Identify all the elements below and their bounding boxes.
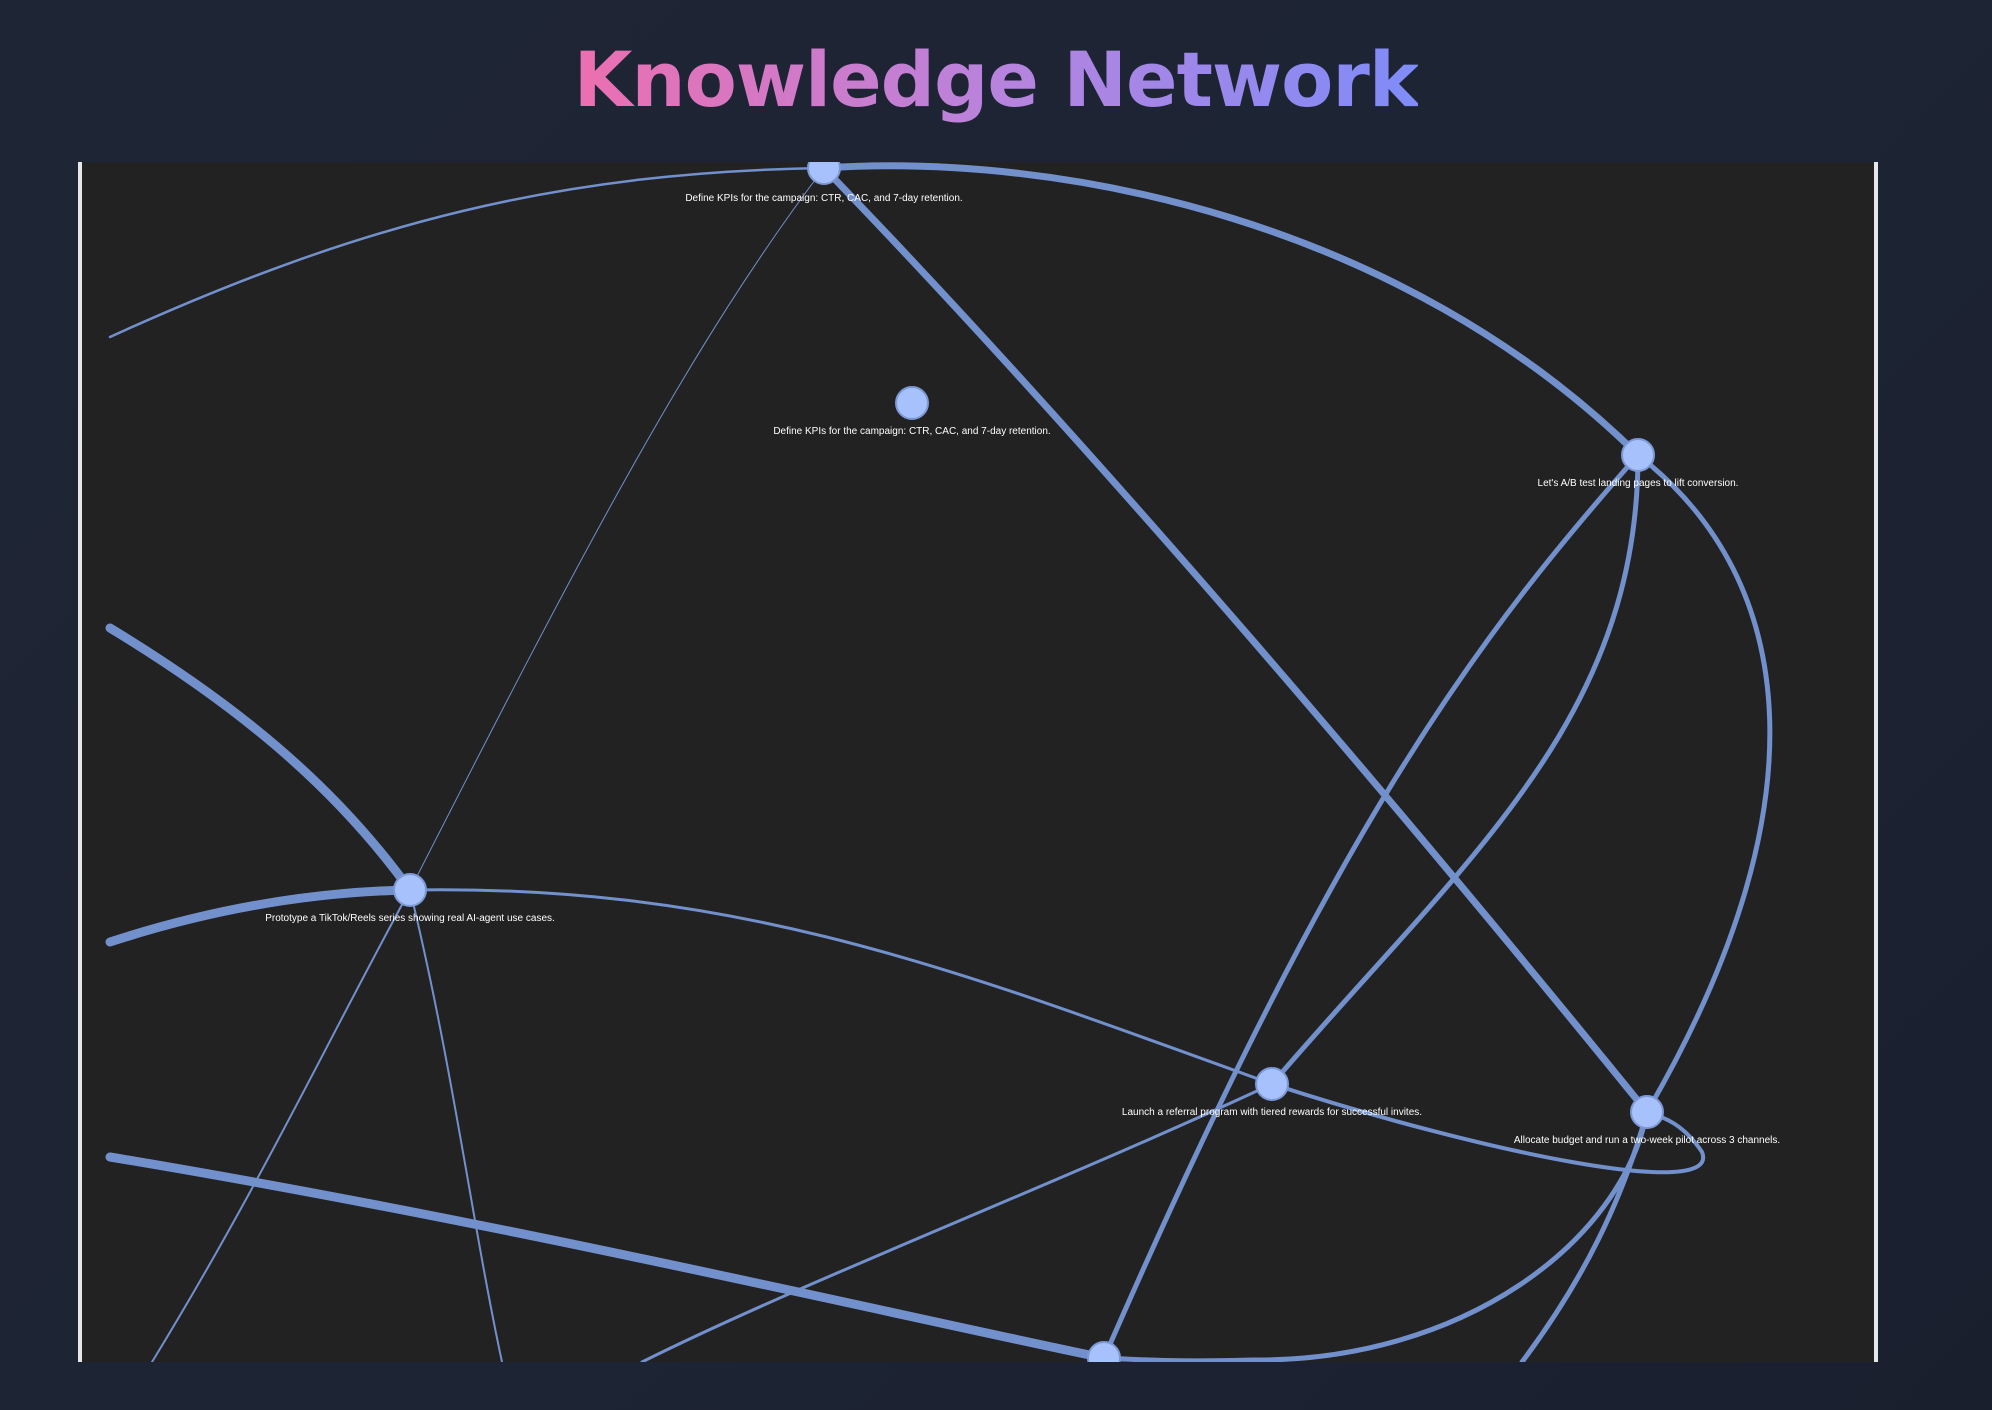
node-label: Launch a referral program with tiered re…	[1122, 1107, 1422, 1118]
node-circle[interactable]	[807, 162, 841, 185]
node-circle[interactable]	[1621, 438, 1655, 472]
node-label: Allocate budget and run a two-week pilot…	[1514, 1135, 1780, 1146]
edge-budget-to-bottom-right	[1519, 1109, 1650, 1362]
node-label: Let's A/B test landing pages to lift con…	[1538, 478, 1739, 489]
node-circle[interactable]	[895, 386, 929, 420]
edge-prototype-to-bottom-left	[151, 889, 411, 1362]
node-circle[interactable]	[1255, 1067, 1289, 1101]
node-circle[interactable]	[393, 873, 427, 907]
edge-prototype-to-referral	[408, 888, 1274, 1086]
node-label: Define KPIs for the campaign: CTR, CAC, …	[685, 193, 962, 204]
node-budget[interactable]: Allocate budget and run a two-week pilot…	[1514, 1095, 1780, 1146]
node-kpi-top[interactable]: Define KPIs for the campaign: CTR, CAC, …	[685, 162, 963, 204]
graph-canvas[interactable]: Define KPIs for the campaign: CTR, CAC, …	[78, 162, 1878, 1362]
node-label: Define KPIs for the campaign: CTR, CAC, …	[773, 426, 1050, 437]
edge-kpi-to-budget	[820, 164, 1651, 1116]
node-label: Prototype a TikTok/Reels series showing …	[265, 913, 555, 924]
node-ab-test[interactable]: Let's A/B test landing pages to lift con…	[1538, 438, 1739, 489]
node-referral[interactable]: Launch a referral program with tiered re…	[1122, 1067, 1422, 1118]
node-circle[interactable]	[1630, 1095, 1664, 1129]
edge-kpi-to-offscreen-left	[108, 166, 826, 339]
edge-ab-test-to-budget	[1635, 452, 1773, 1115]
edge-kpi-to-ab-test	[820, 162, 1642, 459]
node-circle[interactable]	[1087, 1341, 1121, 1362]
edge-bottom-node-to-offscreen-left	[105, 1152, 1109, 1362]
node-bottom[interactable]	[1087, 1341, 1121, 1362]
node-prototype[interactable]: Prototype a TikTok/Reels series showing …	[265, 873, 555, 924]
network-graph[interactable]: Define KPIs for the campaign: CTR, CAC, …	[82, 162, 1874, 1362]
edge-referral-to-budget	[1270, 1082, 1706, 1175]
node-kpi-isolated[interactable]: Define KPIs for the campaign: CTR, CAC, …	[773, 386, 1051, 437]
edge-prototype-to-offscreen-left-arc	[105, 885, 415, 947]
edge-ab-test-to-bottom-node	[1101, 452, 1641, 1361]
page-title: Knowledge Network	[573, 35, 1420, 124]
edge-ab-test-to-referral	[1269, 452, 1641, 1087]
nodes[interactable]: Define KPIs for the campaign: CTR, CAC, …	[265, 162, 1780, 1362]
edge-referral-to-bottom	[640, 1082, 1274, 1362]
edge-kpi-to-prototype	[409, 167, 825, 891]
edge-budget-to-bottom-node	[1101, 1109, 1650, 1362]
edges	[105, 162, 1773, 1362]
edge-prototype-to-bottom	[409, 889, 503, 1362]
edge-prototype-to-offscreen-left	[105, 623, 415, 895]
